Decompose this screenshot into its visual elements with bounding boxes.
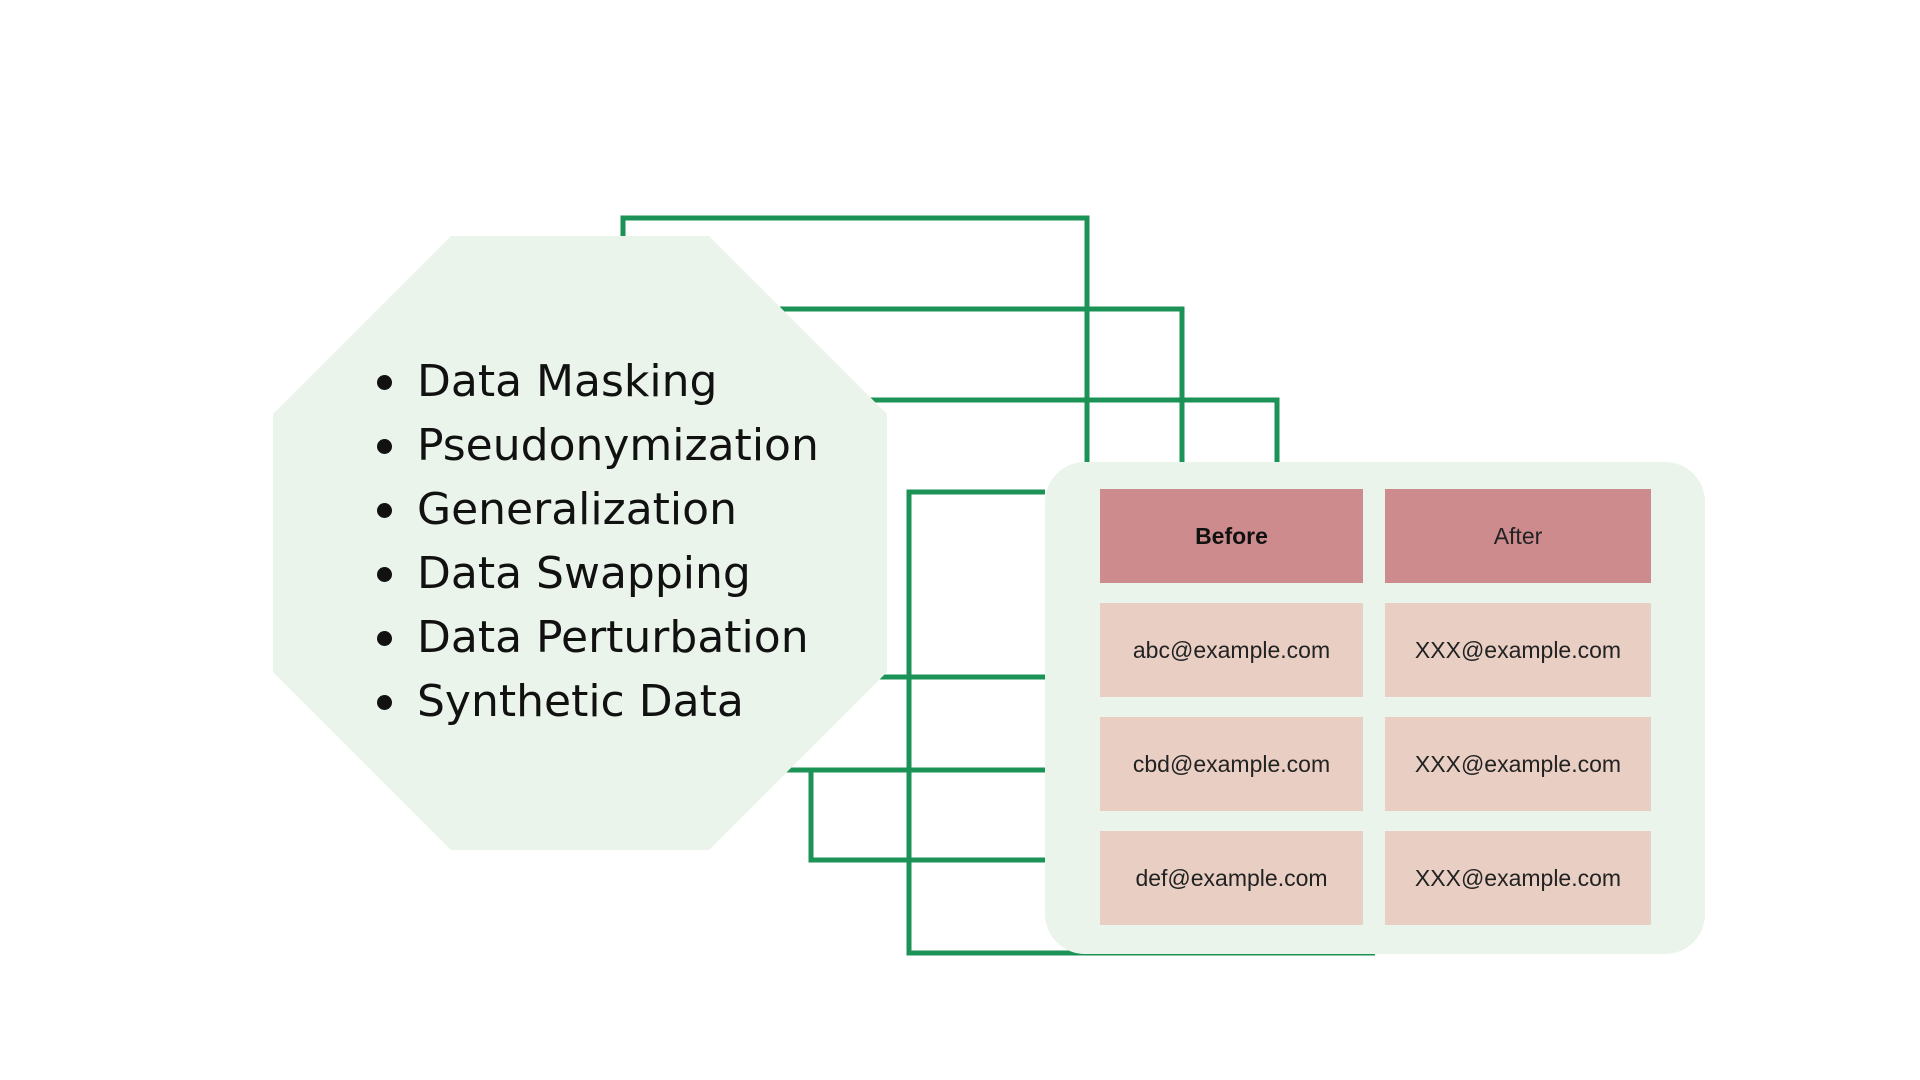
- connector-line-7: [808, 767, 1045, 863]
- technique-item: Generalization: [377, 478, 819, 542]
- technique-label: Data Masking: [417, 356, 718, 407]
- technique-label: Generalization: [417, 484, 737, 535]
- technique-item: Data Masking: [377, 350, 819, 414]
- technique-item: Pseudonymization: [377, 414, 819, 478]
- table-cell-after: XXX@example.com: [1385, 831, 1651, 925]
- techniques-octagon: [273, 236, 887, 850]
- bullet-icon: [377, 695, 392, 710]
- before-after-table: Before After abc@example.com XXX@example…: [1045, 462, 1705, 954]
- bullet-icon: [377, 503, 392, 518]
- connector-line-3: [868, 397, 1280, 462]
- table-cell-after: XXX@example.com: [1385, 717, 1651, 811]
- bullet-icon: [377, 439, 392, 454]
- technique-label: Data Swapping: [417, 548, 751, 599]
- techniques-list: Data Masking Pseudonymization Generaliza…: [377, 350, 819, 734]
- bullet-icon: [377, 631, 392, 646]
- technique-label: Synthetic Data: [417, 676, 744, 727]
- connector-line-2: [780, 306, 1185, 462]
- technique-label: Data Perturbation: [417, 612, 809, 663]
- technique-item: Data Perturbation: [377, 606, 819, 670]
- technique-item: Data Swapping: [377, 542, 819, 606]
- connector-line-1: [620, 215, 1090, 462]
- bullet-icon: [377, 375, 392, 390]
- table-cell-before: abc@example.com: [1100, 603, 1363, 697]
- bullet-icon: [377, 567, 392, 582]
- table-header-after: After: [1385, 489, 1651, 583]
- table-cell-after: XXX@example.com: [1385, 603, 1651, 697]
- technique-item: Synthetic Data: [377, 670, 819, 734]
- technique-label: Pseudonymization: [417, 420, 819, 471]
- table-cell-before: def@example.com: [1100, 831, 1363, 925]
- table-header-before: Before: [1100, 489, 1363, 583]
- table-cell-before: cbd@example.com: [1100, 717, 1363, 811]
